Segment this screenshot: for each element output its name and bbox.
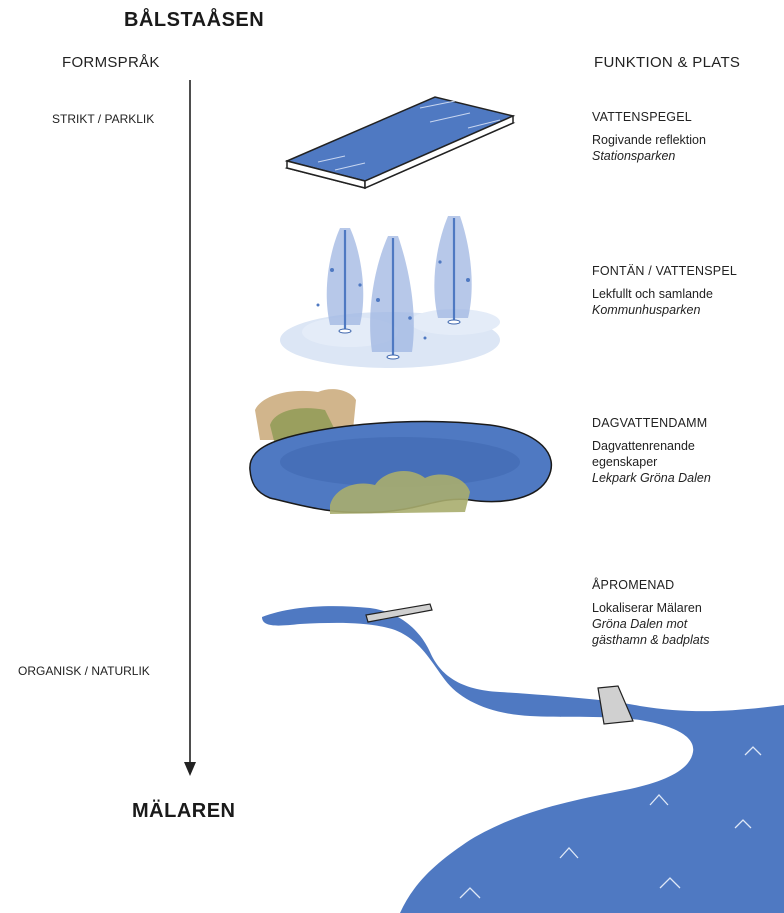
axis-label-organisk-naturlik: ORGANISK / NATURLIK [18,664,150,678]
formsprak-axis-arrow [184,80,196,776]
reflecting-pool-illustration [284,96,516,190]
item-title: VATTENSPEGEL [592,110,692,124]
page-title-malaren: MÄLAREN [132,800,236,822]
page-title-balstaasen: BÅLSTAÅSEN [124,9,265,31]
item-description-line-2: egenskaper [592,455,658,469]
item-dagvattendamm: DAGVATTENDAMM Dagvattenrenande egenskape… [592,416,711,486]
item-location: Lekpark Gröna Dalen [592,471,711,485]
axis-label-strikt-parklik: STRIKT / PARKLIK [52,112,155,126]
item-title: ÅPROMENAD [592,578,675,592]
item-location-line-2: gästhamn & badplats [592,633,710,647]
item-apromenad: ÅPROMENAD Lokaliserar Mälaren Gröna Dale… [592,578,709,648]
item-location: Stationsparken [592,149,676,163]
item-description: Lokaliserar Mälaren [592,601,702,615]
item-title: FONTÄN / VATTENSPEL [592,264,738,278]
item-location-line-1: Gröna Dalen mot [592,617,688,631]
item-title: DAGVATTENDAMM [592,416,708,430]
fountain-illustration [280,216,500,368]
item-vattenspegel: VATTENSPEGEL Rogivande reflektion Statio… [592,110,706,164]
column-heading-funktion-plats: FUNKTION & PLATS [594,54,741,71]
column-heading-formsprak: FORMSPRÅK [62,54,160,71]
item-location: Kommunhusparken [592,303,701,317]
stormwater-pond-illustration [249,389,553,514]
item-description: Lekfullt och samlande [592,287,713,301]
item-fontan-vattenspel: FONTÄN / VATTENSPEL Lekfullt och samland… [592,264,737,318]
item-description: Rogivande reflektion [592,133,706,147]
item-description-line-1: Dagvattenrenande [592,439,695,453]
river-promenade-illustration [262,603,784,913]
